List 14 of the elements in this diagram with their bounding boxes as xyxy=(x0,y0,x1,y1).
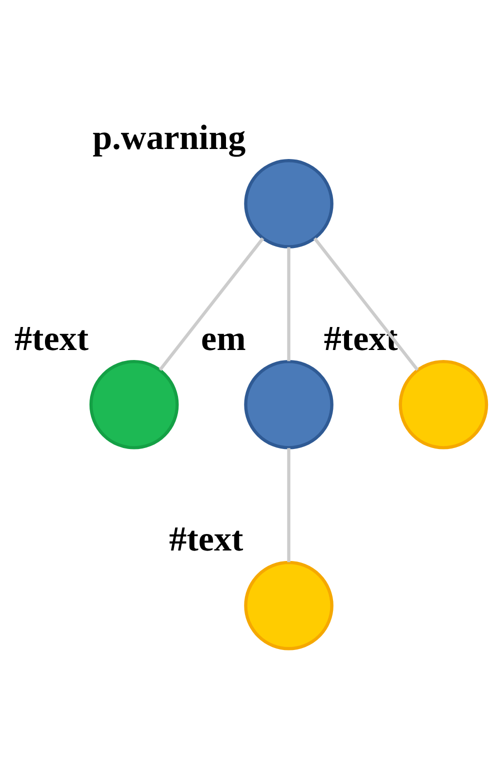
node-circle xyxy=(244,359,334,449)
connector xyxy=(158,236,264,370)
node-label: em xyxy=(201,318,246,358)
node-label: p.warning xyxy=(92,117,246,156)
connector xyxy=(287,448,290,562)
node-label: #text xyxy=(14,318,89,358)
connector xyxy=(313,236,419,370)
connector xyxy=(287,246,290,361)
node-circle xyxy=(89,359,179,449)
node-label: #text xyxy=(324,318,398,358)
node-circle xyxy=(244,158,334,248)
node-label: #text xyxy=(169,519,244,558)
node-circle xyxy=(398,359,488,449)
node-circle xyxy=(244,560,334,650)
